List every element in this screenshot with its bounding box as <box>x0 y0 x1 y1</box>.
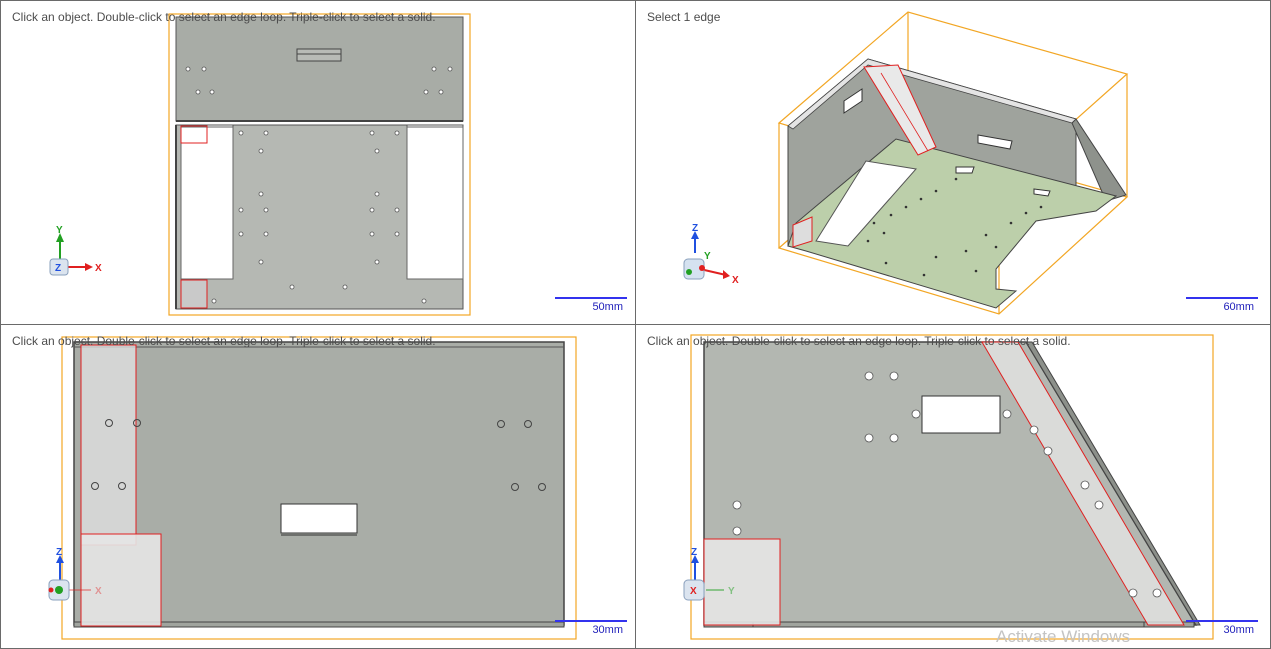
scale-bar: 30mm <box>1186 620 1258 636</box>
scale-bar: 60mm <box>1186 297 1258 313</box>
selected-block <box>792 216 813 248</box>
axis-label-x: X <box>95 263 102 274</box>
viewport-top-left[interactable]: Click an object. Double-click to select … <box>0 0 636 325</box>
axis-triad[interactable]: Z X <box>43 545 113 605</box>
bounding-box <box>61 336 577 640</box>
selection-hint: Click an object. Double-click to select … <box>12 334 436 348</box>
slot-cutout <box>280 503 358 534</box>
axis-label-z: Z <box>56 547 62 558</box>
model-view-top[interactable] <box>1 1 636 325</box>
viewport-bottom-right[interactable]: Click an object. Double-click to select … <box>635 324 1271 649</box>
selected-block <box>80 533 162 627</box>
scale-bar: 50mm <box>555 297 627 313</box>
selected-bar <box>863 64 937 156</box>
axis-label-y: Y <box>56 225 63 236</box>
model-view-side[interactable] <box>636 325 1271 649</box>
selection-hint: Click an object. Double-click to select … <box>12 10 436 24</box>
axis-label-y: Y <box>704 251 711 262</box>
model-view-front[interactable] <box>1 325 636 649</box>
slot-cutout <box>296 48 342 62</box>
bounding-box <box>690 334 1214 640</box>
axis-label-y: Y <box>728 586 735 597</box>
axis-triad[interactable]: Y Z X <box>45 223 111 281</box>
slot-cutout <box>921 395 1001 434</box>
selected-face <box>180 125 208 144</box>
viewport-bottom-left[interactable]: Click an object. Double-click to select … <box>0 324 636 649</box>
axis-label-x: X <box>95 586 102 597</box>
selected-face <box>180 279 208 309</box>
axis-label-z: Z <box>692 223 698 234</box>
bounding-box <box>168 13 471 316</box>
axis-label-x: X <box>732 275 739 286</box>
axis-label-z: Z <box>55 263 61 274</box>
scale-bar: 30mm <box>555 620 627 636</box>
axis-triad[interactable]: Z Y X <box>678 223 748 287</box>
viewport-top-right[interactable]: Select 1 edge <box>635 0 1271 325</box>
selection-hint: Click an object. Double-click to select … <box>647 334 1071 348</box>
axis-triad[interactable]: Z X Y <box>678 545 748 605</box>
model-view-isometric[interactable] <box>636 1 1271 325</box>
selection-hint: Select 1 edge <box>647 10 721 24</box>
activate-windows-watermark: Activate Windows <box>996 627 1131 646</box>
selected-block <box>703 538 781 626</box>
selected-bar <box>80 344 137 546</box>
part-top-wall <box>175 16 464 122</box>
axis-label-z: Z <box>691 547 697 558</box>
axis-label-x: X <box>690 586 697 597</box>
